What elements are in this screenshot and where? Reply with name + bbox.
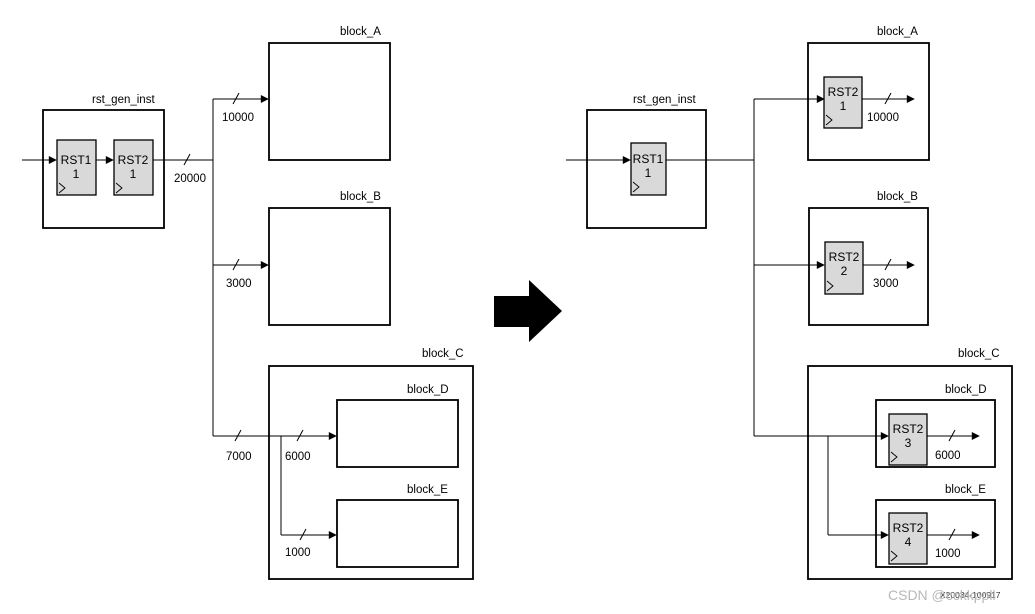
- right-fanout-d: 6000: [935, 450, 961, 462]
- right-slash-a: [884, 92, 892, 105]
- left-reset-bus: [153, 99, 214, 436]
- right-reg-rst1-name: RST1: [633, 152, 664, 166]
- left-slash-b: [232, 258, 240, 271]
- right-reg-rst1: RST1 1: [630, 142, 667, 196]
- right-fanout-e: 1000: [935, 548, 961, 560]
- left-block-e-label: block_E: [407, 484, 448, 496]
- right-block-b-label: block_B: [877, 191, 918, 203]
- right-reg-rst2-d-num: 3: [905, 436, 912, 450]
- right-block-c: [807, 365, 1013, 580]
- right-block-e: [875, 499, 996, 568]
- left-block-a-label: block_A: [340, 26, 381, 38]
- left-block-c-label: block_C: [422, 348, 464, 360]
- transform-arrow: [494, 280, 562, 342]
- right-reg-rst1-num: 1: [645, 166, 652, 180]
- right-block-d-label: block_D: [945, 384, 987, 396]
- right-reg-rst2-a: RST2 1: [823, 76, 863, 129]
- right-reset-bus: [666, 95, 889, 539]
- left-fanout-main: 20000: [174, 173, 206, 185]
- left-reg-rst1-num: 1: [73, 167, 80, 181]
- right-reg-rst2-e-num: 4: [905, 535, 912, 549]
- left-fanout-b: 3000: [226, 278, 252, 290]
- left-fanout-c: 7000: [226, 451, 252, 463]
- left-rst-gen-block: [42, 109, 165, 229]
- left-reg-rst2: RST2 1: [113, 139, 154, 196]
- left-fanout-d: 6000: [285, 451, 311, 463]
- right-rst-gen-label: rst_gen_inst: [633, 94, 696, 106]
- right-block-a: [807, 42, 930, 161]
- left-rst-gen-label: rst_gen_inst: [92, 94, 155, 106]
- left-block-b: [268, 207, 391, 326]
- right-fanout-a: 10000: [867, 112, 899, 124]
- right-block-b: [808, 207, 929, 326]
- right-fanout-b: 3000: [873, 278, 899, 290]
- right-reg-rst2-a-num: 1: [840, 99, 847, 113]
- left-fanout-e: 1000: [285, 547, 311, 559]
- right-reg-rst2-a-name: RST2: [828, 85, 859, 99]
- left-reg-rst2-name: RST2: [118, 153, 149, 167]
- left-block-e: [336, 499, 459, 568]
- figure-id: X20034-100917: [940, 590, 1001, 600]
- right-slash-b: [884, 258, 892, 271]
- left-diagram: rst_gen_inst RST1 1 RST2 1 20000 block_A: [22, 26, 474, 580]
- right-diagram: rst_gen_inst RST1 1 block_A RST2 1: [566, 26, 1013, 580]
- left-block-d: [336, 399, 459, 468]
- left-slash-a: [232, 92, 240, 105]
- right-slash-d: [948, 429, 956, 442]
- left-wire-to-block-c: [213, 429, 337, 541]
- right-reg-rst2-b: RST2 2: [824, 241, 864, 295]
- left-block-c: [268, 365, 474, 580]
- right-reg-rst2-e: RST2 4: [888, 512, 928, 565]
- right-block-a-label: block_A: [877, 26, 918, 38]
- left-reg-rst1-name: RST1: [61, 153, 92, 167]
- csdn-watermark: CSDN @cckkppll: [888, 587, 996, 603]
- right-reg-rst2-b-num: 2: [841, 264, 848, 278]
- right-reg-rst2-d: RST2 3: [888, 413, 928, 466]
- right-rst-gen-block: [586, 109, 707, 229]
- right-block-e-label: block_E: [945, 484, 986, 496]
- left-block-d-label: block_D: [407, 384, 449, 396]
- right-slash-e: [948, 528, 956, 541]
- right-reg-rst2-d-name: RST2: [893, 422, 924, 436]
- right-block-d: [875, 399, 996, 468]
- right-block-c-label: block_C: [958, 348, 1000, 360]
- left-reg-rst1: RST1 1: [56, 139, 97, 196]
- left-reg-rst2-num: 1: [130, 167, 137, 181]
- left-block-b-label: block_B: [340, 191, 381, 203]
- right-reg-rst2-e-name: RST2: [893, 521, 924, 535]
- right-reg-rst2-b-name: RST2: [829, 250, 860, 264]
- left-fanout-a: 10000: [222, 112, 254, 124]
- left-block-a: [268, 42, 391, 161]
